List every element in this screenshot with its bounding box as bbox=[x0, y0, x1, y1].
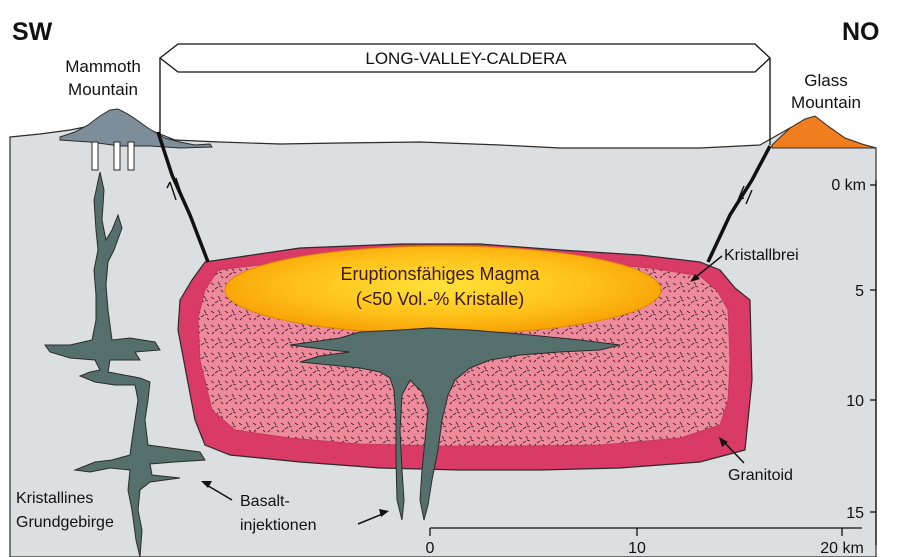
basalt-label-line2: injektionen bbox=[240, 517, 317, 534]
kristallbrei-label: Kristallbrei bbox=[724, 247, 799, 264]
distance-tick-20: 20 km bbox=[820, 540, 864, 557]
magma-label-line1: Eruptionsfähiges Magma bbox=[340, 264, 540, 284]
depth-tick-5: 5 bbox=[855, 283, 864, 300]
basalt-label-line1: Basalt- bbox=[240, 493, 290, 510]
depth-tick-10: 10 bbox=[846, 393, 864, 410]
glass-mountain-shape bbox=[772, 116, 876, 148]
glass-label-line1: Glass bbox=[804, 71, 847, 90]
basement-label-line1: Kristallines bbox=[16, 490, 93, 507]
direction-no: NO bbox=[842, 18, 880, 46]
mammoth-label-line2: Mountain bbox=[68, 80, 138, 99]
magma-label-line2: (<50 Vol.-% Kristalle) bbox=[356, 289, 525, 309]
mammoth-label-line1: Mammoth bbox=[65, 57, 141, 76]
depth-tick-15: 15 bbox=[846, 505, 864, 522]
glass-label-line2: Mountain bbox=[791, 93, 861, 112]
direction-sw: SW bbox=[12, 18, 53, 46]
distance-tick-0: 0 bbox=[426, 540, 435, 557]
basement-label-line2: Grundgebirge bbox=[16, 514, 114, 531]
distance-tick-10: 10 bbox=[628, 540, 646, 557]
granitoid-label: Granitoid bbox=[728, 467, 793, 484]
depth-tick-0: 0 km bbox=[831, 177, 866, 194]
caldera-label: LONG-VALLEY-CALDERA bbox=[365, 49, 567, 68]
